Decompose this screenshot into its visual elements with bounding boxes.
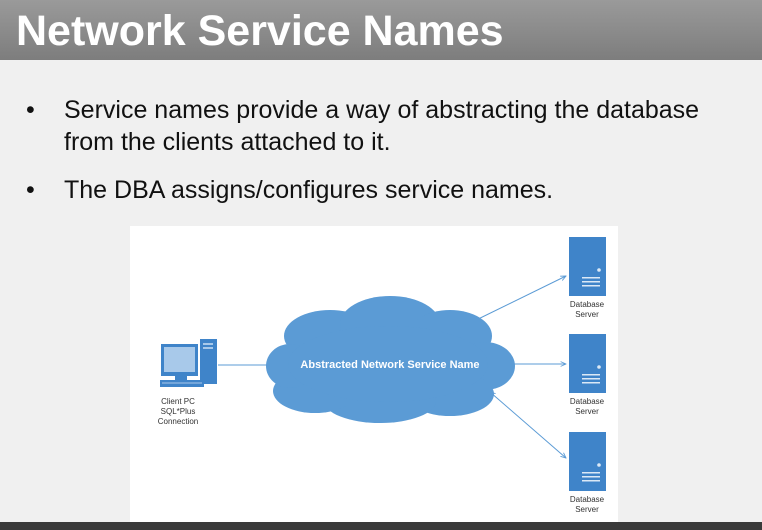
- client-label-line-1: Client PC: [161, 397, 195, 406]
- cloud-shape: [266, 296, 515, 423]
- cloud-label: Abstracted Network Service Name: [300, 359, 479, 371]
- server-icon: [569, 237, 606, 296]
- server-1-label-line-1: Database: [570, 300, 605, 309]
- client-label-line-3: Connection: [158, 417, 198, 426]
- server-icon: [569, 432, 606, 491]
- server-1-label-line-2: Server: [575, 310, 599, 319]
- cloud-to-server-3-connector: [490, 392, 566, 458]
- bullet-1-line-1: Service names provide a way of abstracti…: [64, 96, 700, 124]
- network-diagram: Abstracted Network Service Name Client P…: [130, 226, 618, 522]
- client-label-line-2: SQL*Plus: [161, 407, 196, 416]
- desktop-computer-icon: [160, 339, 217, 387]
- slide-title: Network Service Names: [16, 7, 504, 55]
- bullet-2: The DBA assigns/configures service names…: [64, 174, 744, 206]
- title-bar: Network Service Names: [0, 0, 762, 60]
- network-diagram-svg: Abstracted Network Service Name Client P…: [158, 237, 606, 514]
- bullet-marker-2: •: [26, 176, 35, 204]
- bottom-bar: [0, 522, 762, 530]
- server-2-label-line-2: Server: [575, 407, 599, 416]
- bullet-marker-1: •: [26, 96, 35, 124]
- server-3-label-line-2: Server: [575, 505, 599, 514]
- cloud-to-server-1-connector: [468, 276, 566, 324]
- server-3-label-line-1: Database: [570, 495, 605, 504]
- bullet-2-line-1: The DBA assigns/configures service names…: [64, 176, 554, 204]
- bullet-1-line-2: from the clients attached to it.: [64, 128, 391, 156]
- server-icon: [569, 334, 606, 393]
- bullet-1: Service names provide a way of abstracti…: [64, 94, 744, 158]
- server-2-label-line-1: Database: [570, 397, 605, 406]
